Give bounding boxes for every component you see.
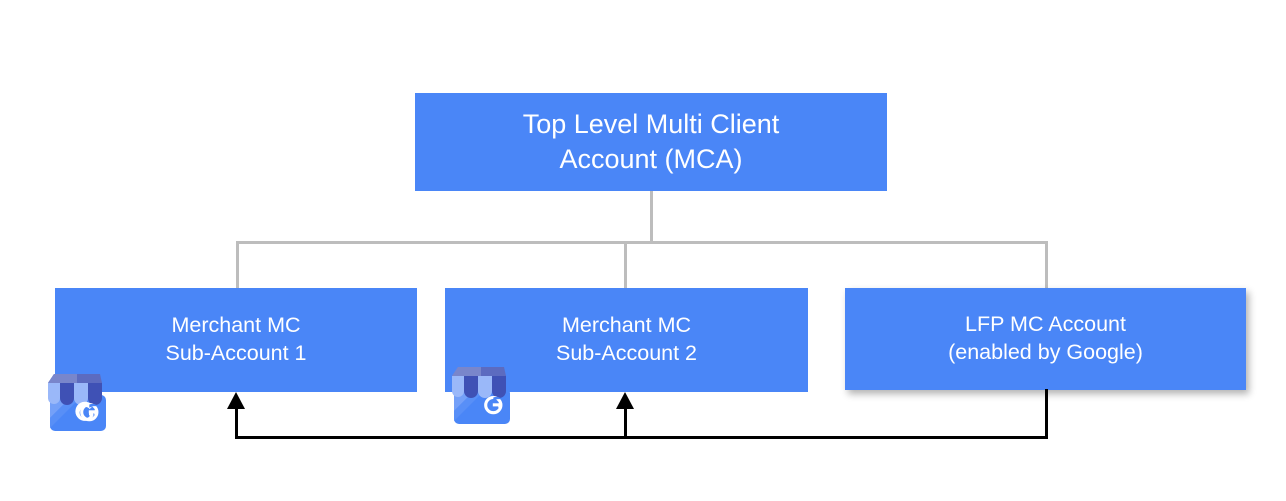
node-merchant-mc-sub-account-1[interactable]: Merchant MC Sub-Account 1 xyxy=(55,288,417,392)
node-lfp-mc-account[interactable]: LFP MC Account (enabled by Google) xyxy=(845,288,1246,390)
node-lfp-mc-account-label: LFP MC Account (enabled by Google) xyxy=(948,312,1143,364)
connector-tree-stub-sub2 xyxy=(624,241,627,290)
google-my-business-icon xyxy=(448,363,516,428)
connector-lfp-to-sub1-arm xyxy=(235,406,238,438)
node-merchant-mc-sub-account-1-label: Merchant MC Sub-Account 1 xyxy=(165,313,307,365)
google-my-business-icon xyxy=(44,370,112,435)
connector-mca-root-vertical xyxy=(650,190,653,243)
connector-lfp-to-sub2-arm xyxy=(624,406,627,438)
connector-lfp-feedback-drop xyxy=(1045,389,1048,439)
connector-lfp-feedback-bus xyxy=(235,436,1048,439)
node-top-level-mca[interactable]: Top Level Multi Client Account (MCA) xyxy=(415,93,887,191)
connector-tree-stub-lfp xyxy=(1045,241,1048,290)
connector-tree-horizontal-bus xyxy=(236,241,1047,244)
connector-tree-stub-sub1 xyxy=(236,241,239,290)
arrowhead-to-sub2-icon xyxy=(616,392,634,409)
arrowhead-to-sub1-icon xyxy=(227,392,245,409)
node-top-level-mca-label: Top Level Multi Client Account (MCA) xyxy=(522,109,780,174)
node-merchant-mc-sub-account-2-label: Merchant MC Sub-Account 2 xyxy=(555,313,698,365)
